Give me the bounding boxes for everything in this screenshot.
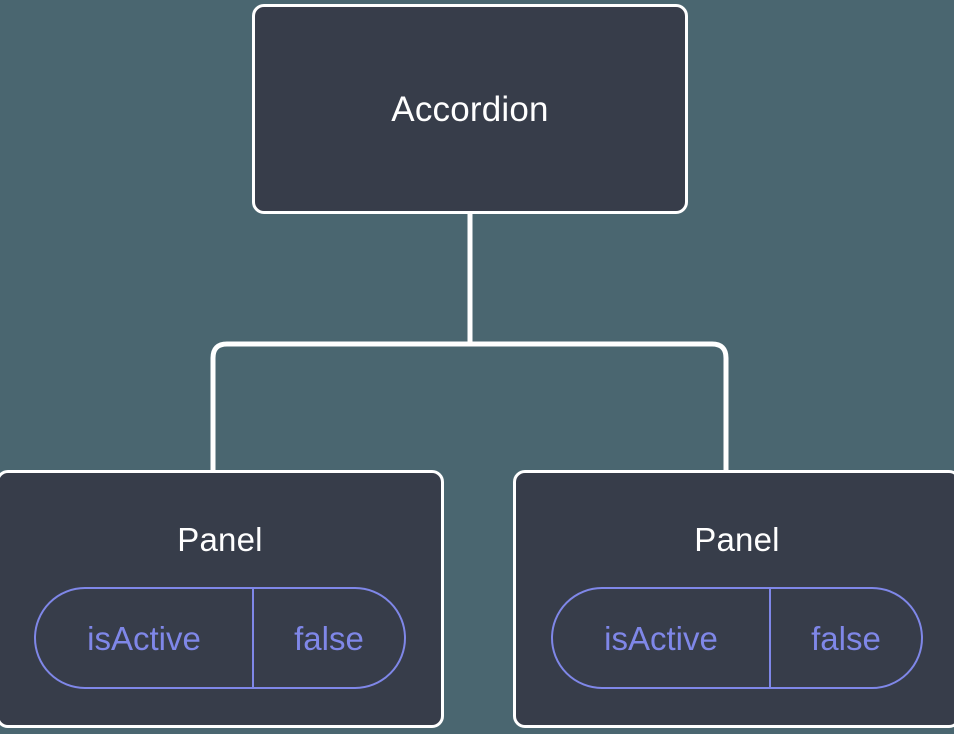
node-panel-left-label: Panel — [177, 521, 263, 558]
prop-pill-isactive-left[interactable]: isActive false — [34, 587, 406, 689]
prop-pill-isactive-right[interactable]: isActive false — [551, 587, 923, 689]
node-panel-right[interactable]: Panel isActive false — [513, 470, 954, 728]
node-panel-right-label: Panel — [694, 521, 780, 558]
node-accordion-label: Accordion — [391, 89, 549, 129]
node-accordion[interactable]: Accordion — [252, 4, 688, 214]
prop-value-isactive-left: false — [294, 619, 364, 657]
node-panel-left[interactable]: Panel isActive false — [0, 470, 444, 728]
connector-children-bus — [210, 341, 729, 470]
prop-value-isactive-right: false — [811, 619, 881, 657]
prop-key-isactive-left: isActive — [36, 589, 254, 687]
prop-key-isactive-right: isActive — [553, 589, 771, 687]
